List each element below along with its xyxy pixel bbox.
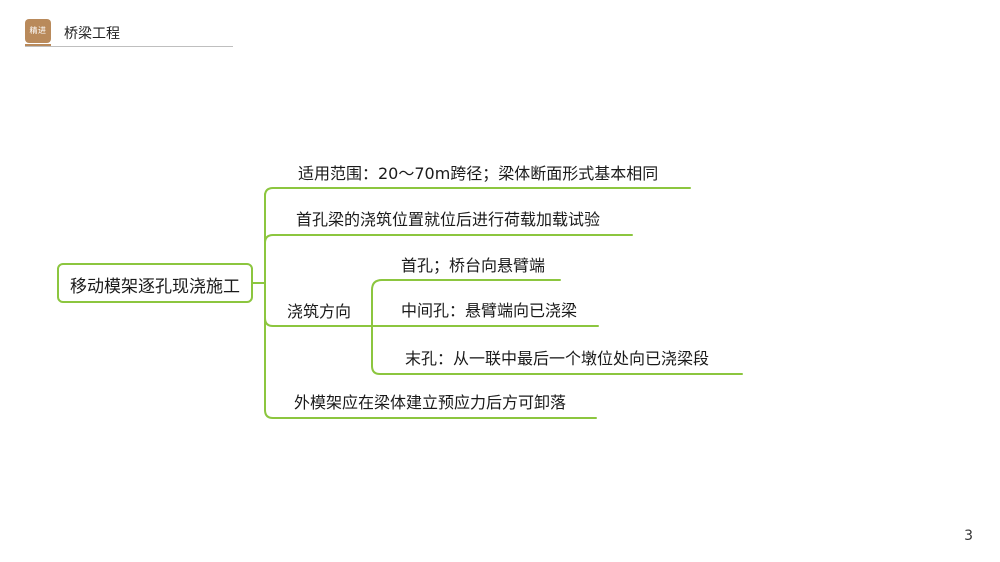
sub-first-span: 首孔；桥台向悬臂端 [401, 256, 546, 275]
root-node-label: 移动模架逐孔现浇施工 [70, 277, 240, 297]
branch-2-underline [264, 234, 633, 244]
branch-formwork-release: 外模架应在梁体建立预应力后方可卸落 [294, 393, 567, 412]
brand-logo: 精进 [25, 19, 51, 43]
branch-3-underline [264, 317, 373, 327]
branch-pour-direction: 浇筑方向 [287, 302, 352, 321]
branch-1-underline [264, 187, 691, 197]
sub-last-span: 末孔：从一联中最后一个墩位处向已浇梁段 [405, 349, 710, 368]
branch-4-underline [264, 409, 597, 419]
page-number: 3 [964, 528, 973, 544]
sub-1-underline [371, 279, 561, 291]
logo-underline [25, 44, 51, 47]
branch-first-span-test: 首孔梁的浇筑位置就位后进行荷载加载试验 [296, 210, 601, 229]
root-node-box [57, 263, 253, 303]
sub-3-underline [371, 365, 743, 375]
slide-header: 精进 桥梁工程 [0, 0, 1000, 60]
sub-middle-span: 中间孔：悬臂端向已浇梁 [401, 301, 578, 320]
header-divider [25, 46, 233, 47]
course-title: 桥梁工程 [64, 26, 120, 42]
branch-scope: 适用范围：20～70m跨径；梁体断面形式基本相同 [298, 164, 659, 183]
